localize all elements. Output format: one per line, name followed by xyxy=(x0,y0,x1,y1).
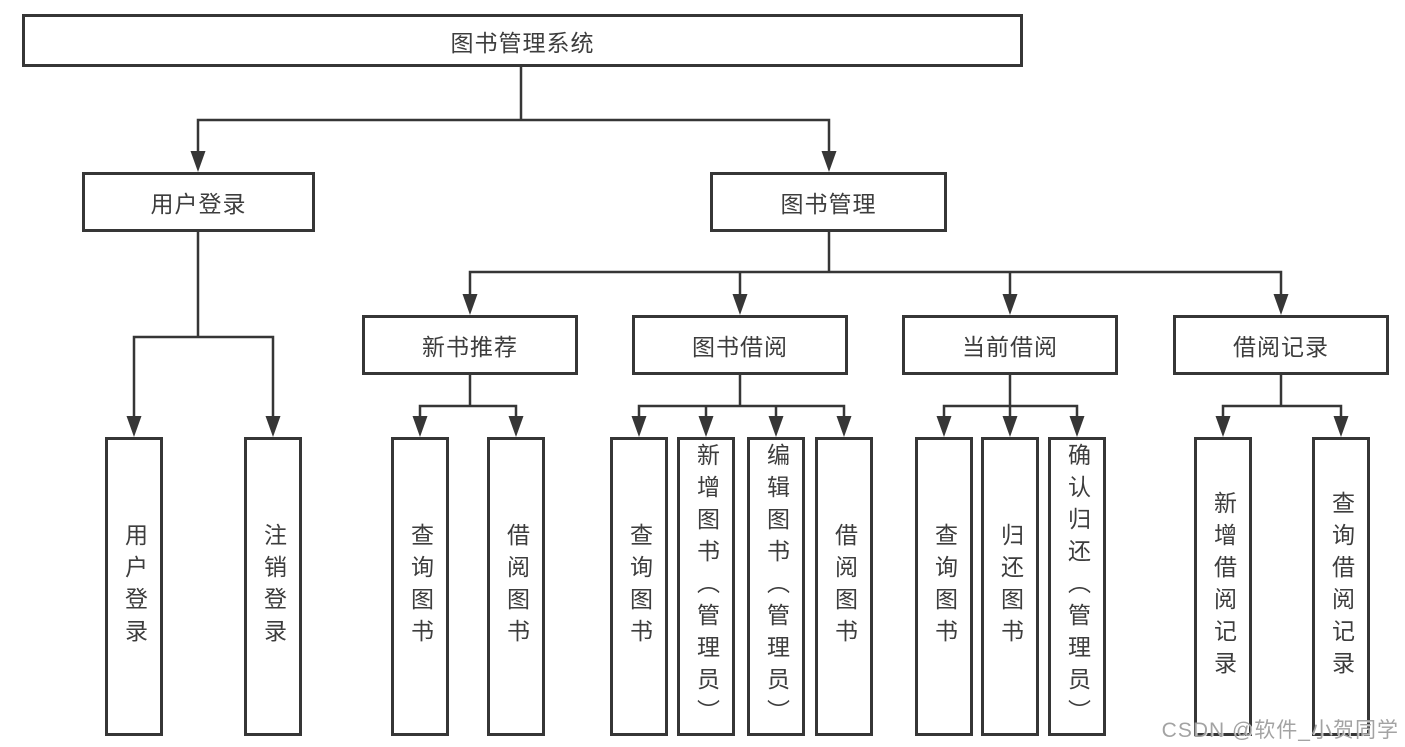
leaf-confirm-return-admin: 确认归还（管理员） xyxy=(1048,437,1106,736)
connector-userlogin-to-children xyxy=(132,231,275,418)
arrowheads-newbookrec-children xyxy=(412,416,524,437)
leaf-borrow-books: 借阅图书 xyxy=(815,437,873,736)
node-label: 编辑图书（管理员） xyxy=(763,442,790,731)
node-label: 当前借阅 xyxy=(962,334,1058,360)
leaf-query-books-current: 查询图书 xyxy=(915,437,973,736)
node-borrow-records: 借阅记录 xyxy=(1173,315,1389,375)
leaf-logout: 注销登录 xyxy=(244,437,302,736)
node-new-book-recommend: 新书推荐 xyxy=(362,315,578,375)
node-label: 新增借阅记录 xyxy=(1210,490,1237,683)
connector-newbookrec-to-children xyxy=(418,374,518,418)
node-label: 归还图书 xyxy=(997,522,1024,651)
node-current-borrow: 当前借阅 xyxy=(902,315,1118,375)
node-label: 图书管理 xyxy=(780,191,877,217)
node-root: 图书管理系统 xyxy=(22,14,1023,67)
leaf-query-books-recommend: 查询图书 xyxy=(391,437,449,736)
node-label: 确认归还（管理员） xyxy=(1064,442,1091,731)
node-label: 新增图书（管理员） xyxy=(693,442,720,731)
leaf-return-books: 归还图书 xyxy=(981,437,1039,736)
arrowheads-level2 xyxy=(190,151,837,172)
node-label: 用户登录 xyxy=(150,191,247,217)
connector-root-to-level2 xyxy=(196,66,831,153)
leaf-add-borrow-record: 新增借阅记录 xyxy=(1194,437,1252,736)
node-label: 新书推荐 xyxy=(422,334,518,360)
node-label: 借阅图书 xyxy=(503,522,530,651)
leaf-query-books-borrow: 查询图书 xyxy=(610,437,668,736)
leaf-add-books-admin: 新增图书（管理员） xyxy=(677,437,735,736)
leaf-edit-books-admin: 编辑图书（管理员） xyxy=(747,437,805,736)
leaf-borrow-books-recommend: 借阅图书 xyxy=(487,437,545,736)
node-label: 图书管理系统 xyxy=(450,29,595,56)
arrowheads-bookborrow-children xyxy=(631,416,852,437)
leaf-user-login: 用户登录 xyxy=(105,437,163,736)
node-label: 查询图书 xyxy=(407,522,434,651)
connector-bookmgmt-to-level3 xyxy=(468,231,1283,296)
node-label: 借阅记录 xyxy=(1233,334,1329,360)
node-label: 借阅图书 xyxy=(831,522,858,651)
arrowheads-level3 xyxy=(462,294,1289,315)
node-label: 查询图书 xyxy=(626,522,653,651)
node-label: 用户登录 xyxy=(121,522,148,651)
node-label: 查询图书 xyxy=(931,522,958,651)
connector-currentborrow-to-children xyxy=(942,374,1079,418)
csdn-watermark: CSDN @软件_小贺同学 xyxy=(1161,719,1399,742)
connector-bookborrow-to-children xyxy=(637,374,846,418)
node-book-management: 图书管理 xyxy=(710,172,947,232)
arrowheads-userlogin-children xyxy=(126,416,281,437)
node-book-borrow: 图书借阅 xyxy=(632,315,848,375)
connector-borrowrecords-to-children xyxy=(1221,374,1343,418)
node-label: 注销登录 xyxy=(260,522,287,651)
node-label: 图书借阅 xyxy=(692,334,788,360)
arrowheads-currentborrow-children xyxy=(936,416,1085,437)
leaf-query-borrow-record: 查询借阅记录 xyxy=(1312,437,1370,736)
node-user-login: 用户登录 xyxy=(82,172,315,232)
arrowheads-borrowrecords-children xyxy=(1215,416,1349,437)
node-label: 查询借阅记录 xyxy=(1328,490,1355,683)
